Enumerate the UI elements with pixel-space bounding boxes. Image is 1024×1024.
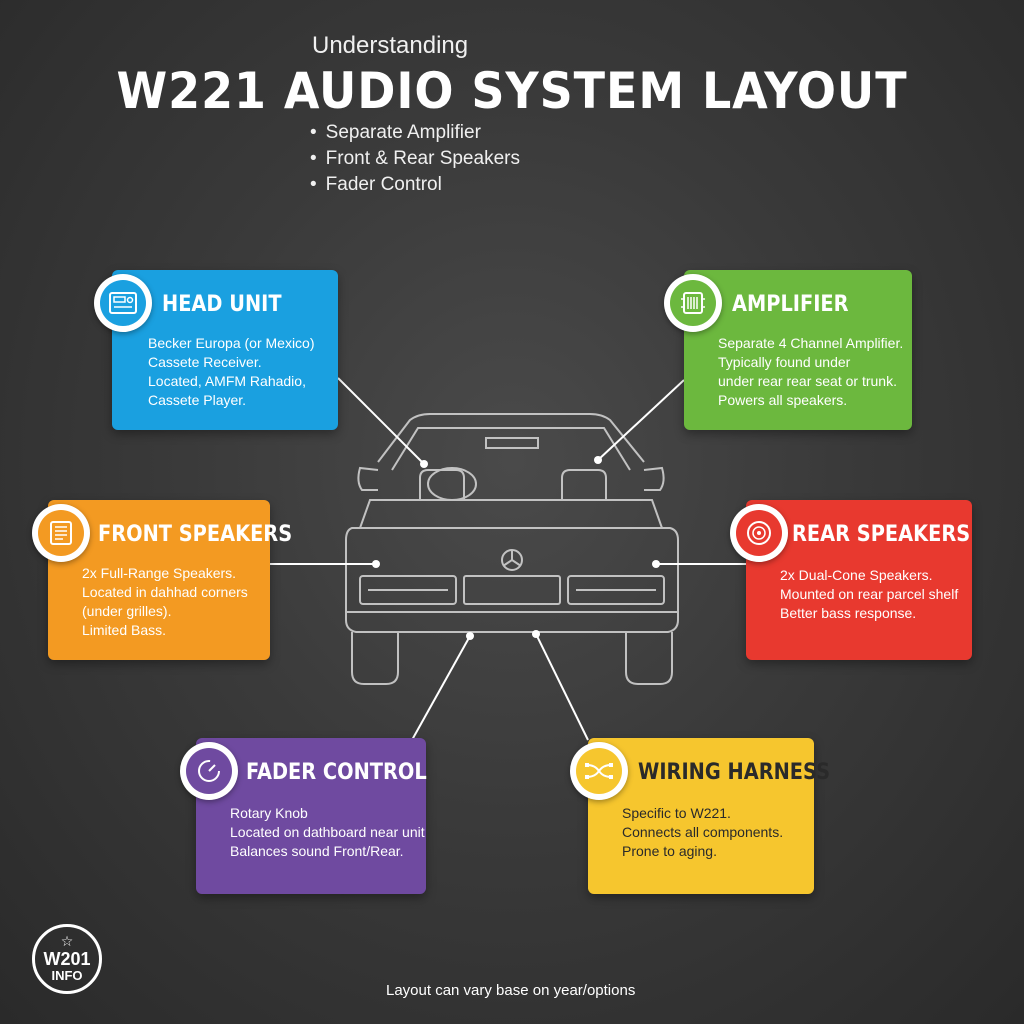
page-title: W221 AUDIO SYSTEM LAYOUT bbox=[116, 62, 908, 120]
connector-dots bbox=[372, 456, 660, 640]
amplifier-icon bbox=[681, 292, 705, 314]
head-unit-description: Becker Europa (or Mexico) Cassete Receiv… bbox=[148, 335, 315, 408]
wiring-harness-badge bbox=[570, 742, 628, 800]
amplifier-badge bbox=[664, 274, 722, 332]
logo-text-line1: W201 bbox=[43, 949, 91, 969]
rear-speakers-badge bbox=[730, 504, 788, 562]
wiring-icon bbox=[585, 763, 613, 779]
rear-speakers-description: 2x Dual-Cone Speakers. Mounted on rear p… bbox=[780, 567, 959, 621]
connector-lines bbox=[270, 377, 748, 741]
feature-item: Separate Amplifier bbox=[310, 120, 520, 146]
head-unit-title: HEAD UNIT bbox=[162, 292, 282, 317]
wiring-harness-description: Specific to W221. Connects all component… bbox=[622, 805, 784, 859]
radio-icon bbox=[109, 292, 137, 314]
amplifier-description: Separate 4 Channel Amplifier. Typically … bbox=[718, 335, 904, 408]
front-speakers-description: 2x Full-Range Speakers. Located in dahha… bbox=[82, 565, 248, 638]
amplifier-title: AMPLIFIER bbox=[732, 292, 849, 317]
rear-speakers-title: REAR SPEAKERS bbox=[792, 522, 971, 547]
feature-item: Fader Control bbox=[310, 172, 520, 198]
logo-text-line2: INFO bbox=[51, 968, 83, 983]
fader-control-description: Rotary Knob Located on dathboard near un… bbox=[230, 805, 425, 859]
front-speakers-badge bbox=[32, 504, 90, 562]
amplifier-card bbox=[684, 270, 912, 430]
fader-control-title: FADER CONTROL bbox=[246, 760, 427, 785]
footer-note: Layout can vary base on year/options bbox=[386, 982, 636, 999]
site-logo: ☆ W201 INFO bbox=[32, 924, 102, 994]
fader-control-badge bbox=[180, 742, 238, 800]
head-unit-badge bbox=[94, 274, 152, 332]
feature-list: Separate Amplifier Front & Rear Speakers… bbox=[310, 120, 520, 198]
car-outline bbox=[345, 413, 679, 685]
speaker-grille-icon bbox=[50, 521, 72, 545]
subtitle: Understanding bbox=[312, 32, 469, 59]
knob-icon bbox=[198, 760, 220, 782]
speaker-icon bbox=[747, 521, 771, 545]
wiring-harness-title: WIRING HARNESS bbox=[638, 760, 831, 785]
feature-item: Front & Rear Speakers bbox=[310, 146, 520, 172]
star-icon: ☆ bbox=[60, 933, 74, 949]
front-speakers-title: FRONT SPEAKERS bbox=[98, 522, 293, 547]
